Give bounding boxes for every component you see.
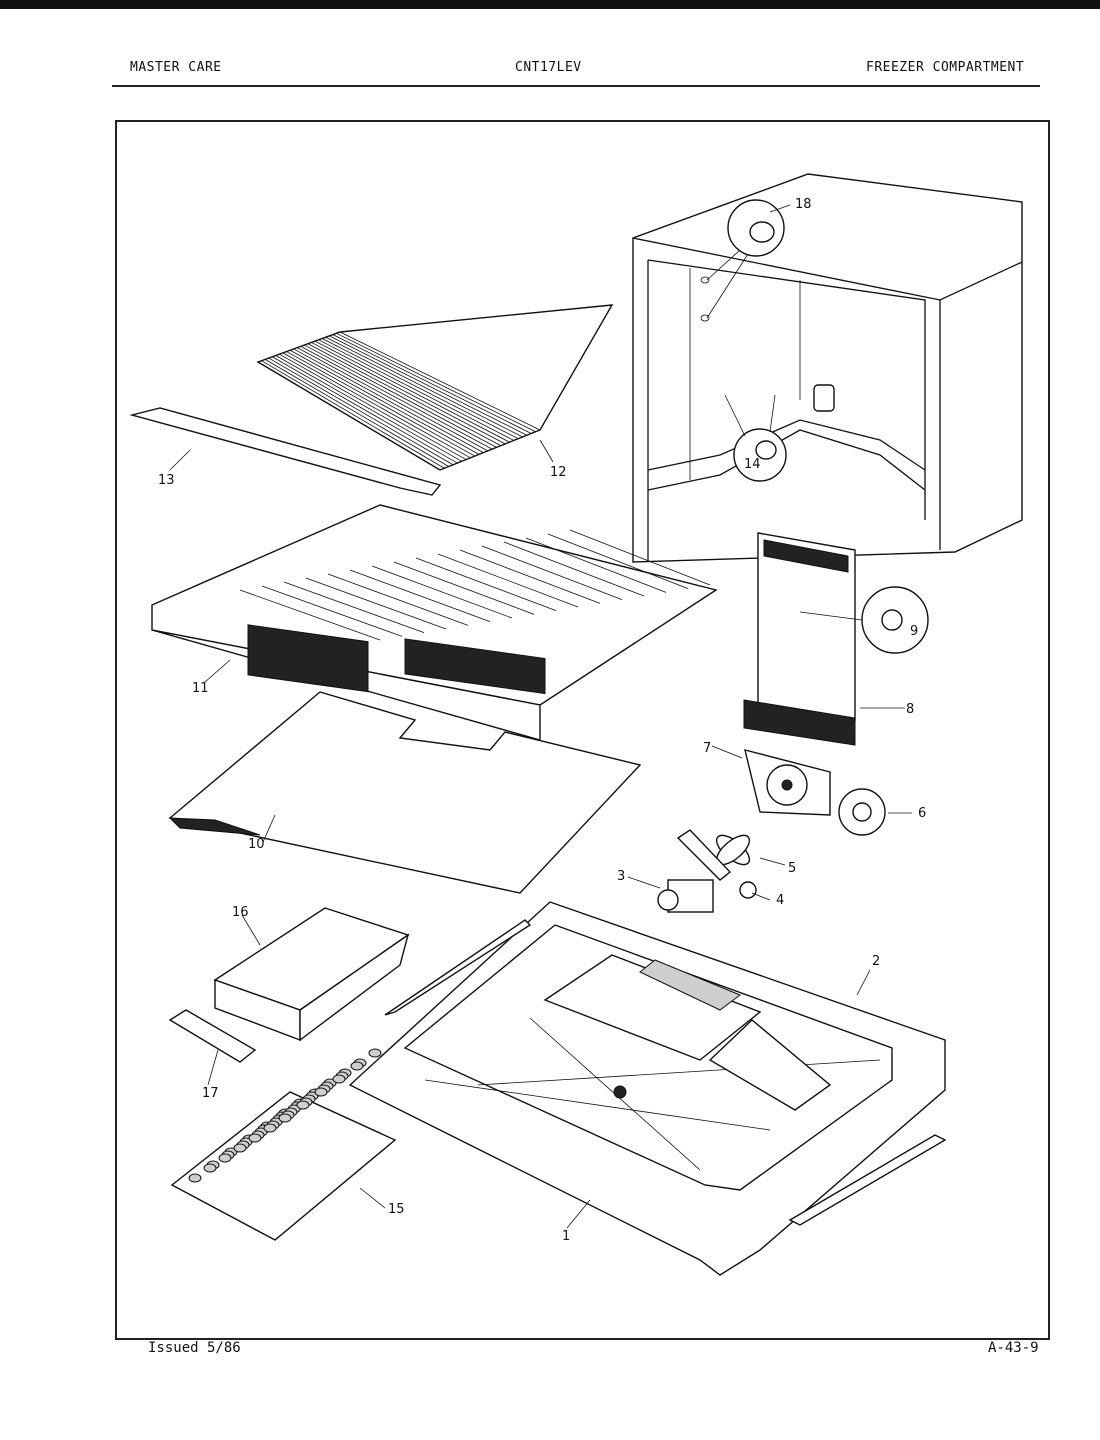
shelf-wire-rod (261, 360, 445, 469)
callout-9: 9 (910, 624, 918, 639)
ice-cube-tray (170, 1048, 397, 1241)
ice-bin (168, 907, 410, 1063)
callout-7: 7 (703, 741, 711, 756)
header-section: FREEZER COMPARTMENT (866, 60, 1025, 75)
callout-10: 10 (248, 837, 265, 852)
shelf-wire-rod (311, 342, 506, 445)
callout-5: 5 (788, 861, 796, 876)
top-border-bar (0, 0, 1100, 9)
callout-4: 4 (776, 893, 784, 908)
shelf-wire-rod (279, 353, 467, 460)
callout-13: 13 (158, 473, 175, 488)
shelf-cover-shading (168, 817, 261, 836)
ice-cube-cell (263, 1123, 277, 1133)
shelf-ridge-line (547, 533, 689, 590)
shelf-ridge-line (415, 557, 557, 612)
callout-3: 3 (617, 869, 625, 884)
shelf-ridge-line (459, 549, 601, 604)
shelf-wire-rod (304, 344, 497, 448)
shelf-wire-rod (257, 361, 441, 471)
shelf-ridge-line (371, 565, 513, 619)
fan-assembly (657, 749, 886, 913)
shelf-wire-rod (286, 351, 475, 457)
freezer-bottom (348, 901, 947, 1276)
shelf-ridge-line (283, 581, 425, 634)
shelf-ridge-line (261, 585, 403, 637)
ice-cube-cell (296, 1100, 310, 1110)
shelf-wire-rod (282, 352, 471, 459)
ice-cube-cell (314, 1087, 328, 1097)
ice-cube-cell (203, 1163, 217, 1173)
shelf-ridge-line (239, 589, 381, 641)
callout-6: 6 (918, 806, 926, 821)
shelf-wire-rod (289, 349, 480, 455)
callout-15: 15 (388, 1202, 405, 1217)
callout-18: 18 (795, 197, 812, 212)
diagram-frame (115, 120, 1050, 1340)
shelf-ridge-line (481, 545, 623, 601)
shelf-wire-rod (336, 332, 536, 433)
shelf-wire-rod (325, 336, 523, 438)
shelf-wire-rod (314, 340, 510, 443)
shelf-cover (168, 691, 642, 894)
shelf-ridge-line (327, 573, 469, 626)
shelf-ridge-line (305, 577, 447, 630)
shelf-wire-rod (318, 339, 515, 441)
freezer-shelf (151, 504, 718, 741)
callout-16: 16 (232, 905, 249, 920)
wire-shelf (129, 304, 614, 496)
callout-8: 8 (906, 702, 914, 717)
shelf-ridge-line (525, 537, 667, 593)
freezer-liner-cabinet (632, 173, 1023, 563)
shelf-wire-rod (275, 355, 462, 462)
shelf-wire-rod (332, 334, 532, 434)
callout-14: 14 (744, 457, 761, 472)
ice-cube-cell (188, 1173, 202, 1183)
callout-17: 17 (202, 1086, 219, 1101)
shelf-wire-rod (321, 338, 519, 440)
ice-cube-cell (278, 1113, 292, 1123)
footer-page-code: A-43-9 (988, 1340, 1039, 1356)
callout-11: 11 (192, 681, 209, 696)
shelf-ridge-line (349, 569, 491, 623)
ice-cube-cell (332, 1074, 346, 1084)
header-brand: MASTER CARE (130, 60, 222, 75)
footer-issued: Issued 5/86 (148, 1340, 241, 1356)
ice-cube-cell (350, 1061, 364, 1071)
shelf-ridge-line (437, 553, 579, 608)
shelf-ridge-line (503, 541, 645, 597)
air-duct (743, 532, 929, 746)
shelf-ridge-line (393, 561, 535, 615)
ice-cube-cell (233, 1143, 247, 1153)
callout-1: 1 (562, 1229, 570, 1244)
shelf-wire-rod (268, 357, 454, 466)
shelf-ridge-line (569, 529, 711, 586)
shelf-wire-rod (264, 359, 449, 467)
shelf-wire-rod (307, 343, 502, 447)
header-rule (112, 85, 1040, 87)
leader-lines (169, 204, 912, 1229)
shelf-wire-rod (272, 356, 458, 464)
shelf-wire-rod (329, 335, 528, 436)
shelf-wire-rod (297, 347, 489, 452)
shelf-wire-rod (293, 348, 484, 453)
ice-cube-cell (248, 1133, 262, 1143)
callout-2: 2 (872, 954, 880, 969)
callout-12: 12 (550, 465, 567, 480)
ice-cube-cell (368, 1048, 382, 1058)
shelf-wire-rod (339, 331, 541, 431)
shelf-wire-rod (300, 345, 493, 450)
ice-cube-cell (218, 1153, 232, 1163)
plug-callout-detail (706, 199, 787, 482)
header-model: CNT17LEV (515, 60, 582, 75)
